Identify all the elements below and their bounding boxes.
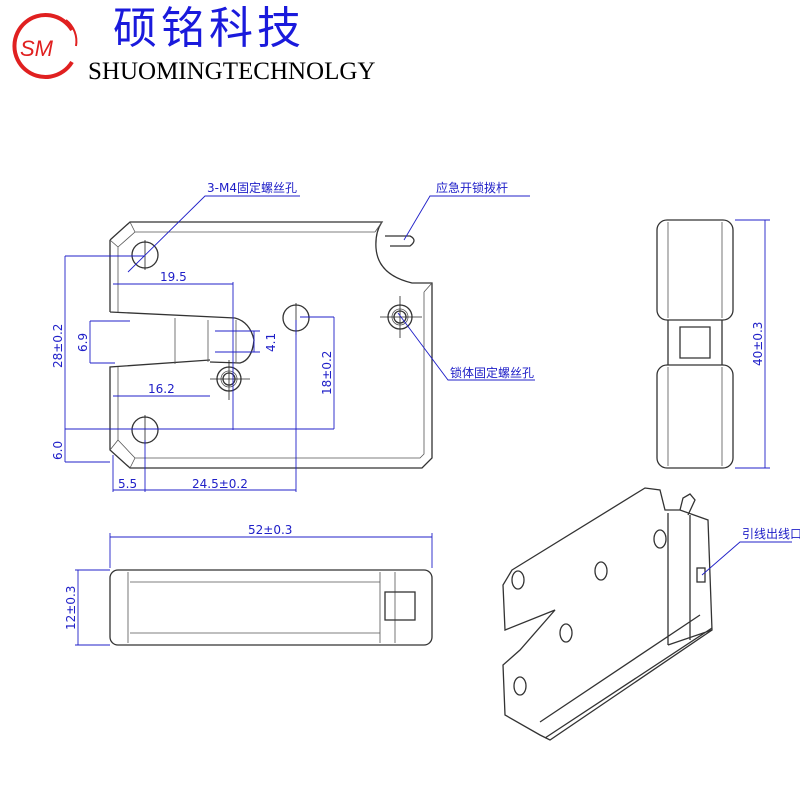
callout-body-screw-hole: 锁体固定螺丝孔	[397, 312, 535, 381]
dimension-label: 24.5±0.2	[192, 477, 248, 491]
brand-name-en: SHUOMINGTECHNOLGY	[88, 58, 376, 85]
dimension-label: 40±0.3	[751, 322, 765, 366]
dimension-label: 12±0.3	[64, 586, 78, 630]
callout-label: 3-M4固定螺丝孔	[207, 180, 297, 195]
dimension-label: 28±0.2	[51, 324, 65, 368]
dimension-label: 6.0	[51, 441, 65, 460]
emergency-lever	[385, 235, 415, 247]
dimension-label: 4.1	[264, 333, 278, 352]
callout-label: 应急开锁拨杆	[436, 180, 508, 195]
dimension-label: 16.2	[148, 382, 175, 396]
brand-name-cn: 硕铭科技	[113, 3, 305, 54]
callout-mount-holes: 3-M4固定螺丝孔	[127, 180, 300, 273]
bottom-view: 52±0.3 12±0.3	[64, 523, 433, 646]
wire-outlet	[696, 567, 706, 583]
dimension-label: 6.9	[76, 333, 90, 352]
front-dimensions: 19.5 28±0.2 6.9 4.1 18±0.2 16.2 6.0 5.5 …	[51, 255, 335, 492]
dimension-label: 52±0.3	[248, 523, 292, 537]
callout-emergency-lever: 应急开锁拨杆	[403, 180, 530, 241]
callout-wire-outlet: 引线出线口	[701, 527, 800, 576]
dimension-label: 19.5	[160, 270, 187, 284]
dimension-label: 5.5	[118, 477, 137, 491]
callout-label: 引线出线口	[742, 527, 800, 541]
logo-lettering: SM	[20, 36, 54, 61]
side-view: 40±0.3	[656, 219, 770, 469]
dimension-label: 18±0.2	[320, 351, 334, 395]
company-logo: SM	[12, 13, 78, 79]
isometric-view	[502, 487, 713, 741]
callout-label: 锁体固定螺丝孔	[450, 365, 534, 380]
